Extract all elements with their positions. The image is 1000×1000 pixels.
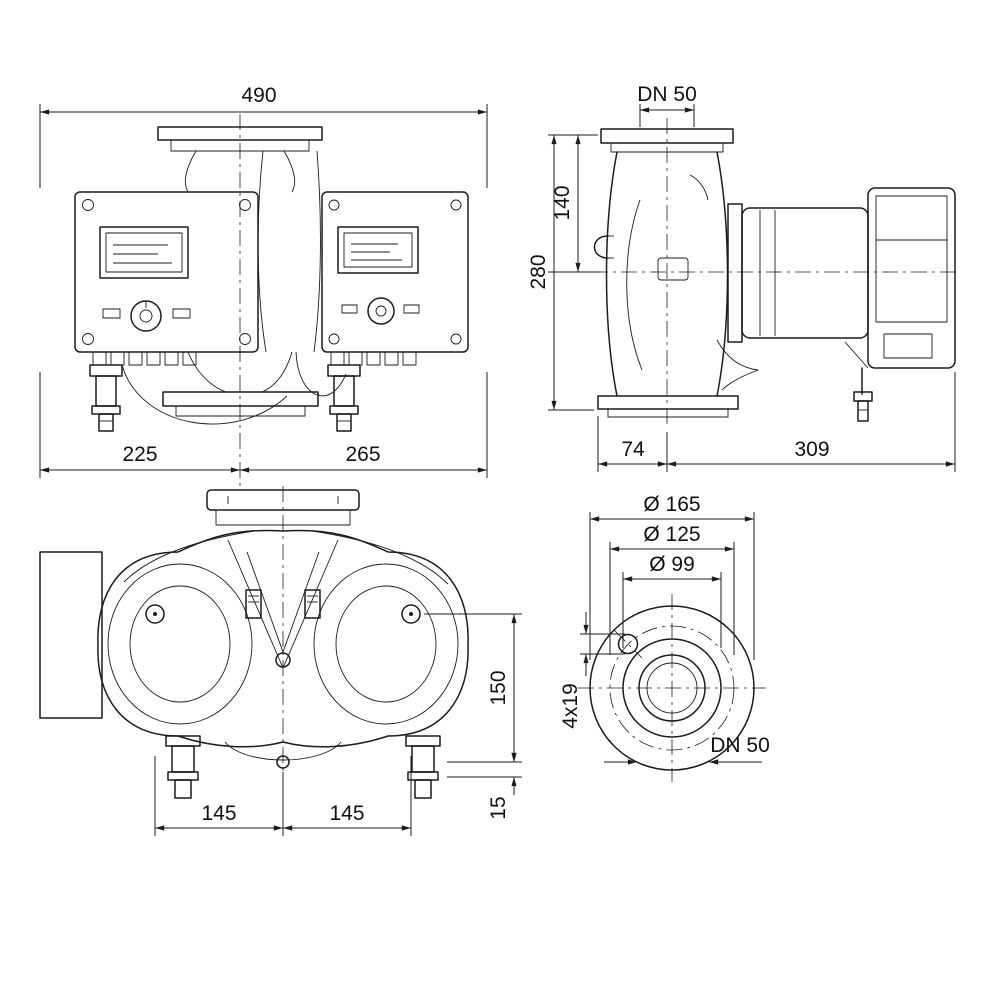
top-view: 150 15 145 145	[39, 486, 522, 836]
dim-outer-diameter: Ø 165	[643, 493, 700, 516]
flange-dimensions: Ø 165 Ø 125 Ø 99 4x19 DN 50	[559, 493, 770, 765]
dim-bolt-circle-diameter: Ø 125	[643, 523, 700, 546]
front-view-part	[74, 114, 469, 486]
dim-foot-offset: 15	[487, 796, 510, 819]
right-vent-valve	[304, 589, 321, 619]
motor-flange	[727, 203, 743, 343]
dim-front-depth: 74	[621, 438, 645, 461]
dim-flange-nominal: DN 50	[637, 83, 697, 106]
nameplate	[657, 257, 689, 281]
dim-left-spacing: 145	[201, 802, 236, 825]
left-bolt	[145, 604, 165, 624]
right-display	[337, 226, 419, 274]
left-display	[99, 226, 189, 279]
dim-bolt-holes: 4x19	[559, 683, 582, 729]
dim-right-width: 265	[345, 443, 380, 466]
top-view-part	[39, 486, 469, 800]
dim-right-spacing: 145	[329, 802, 364, 825]
electronics-module	[867, 187, 956, 369]
right-control-module	[321, 191, 469, 353]
dim-axis-to-foot: 150	[487, 670, 510, 705]
front-view-dimensions: 490 225 265	[39, 84, 488, 478]
left-control-module	[74, 191, 259, 353]
dim-overall-height: 280	[527, 254, 550, 289]
bolt-hole	[617, 633, 639, 655]
right-knob	[367, 297, 395, 325]
dim-nominal-diameter: DN 50	[710, 734, 770, 757]
side-view-part	[592, 118, 960, 428]
dim-left-width: 225	[122, 443, 157, 466]
dim-rear-depth: 309	[794, 438, 829, 461]
dim-overall-width: 490	[241, 84, 276, 107]
flange-face-view: Ø 165 Ø 125 Ø 99 4x19 DN 50	[559, 493, 770, 782]
cable-glands	[92, 351, 417, 366]
insulation-block	[39, 551, 103, 719]
left-vent-valve	[245, 589, 262, 619]
front-view: 490 225 265	[39, 84, 488, 486]
flange-part	[578, 594, 766, 782]
side-view-dimensions: DN 50 140 280 74 309	[527, 83, 956, 472]
right-bolt	[401, 604, 421, 624]
motor-body	[741, 207, 869, 339]
dim-flange-to-axis: 140	[551, 185, 574, 220]
top-view-dimensions: 150 15 145 145	[154, 613, 522, 836]
side-view: DN 50 140 280 74 309	[527, 83, 960, 472]
dim-raised-face-diameter: Ø 99	[649, 553, 695, 576]
